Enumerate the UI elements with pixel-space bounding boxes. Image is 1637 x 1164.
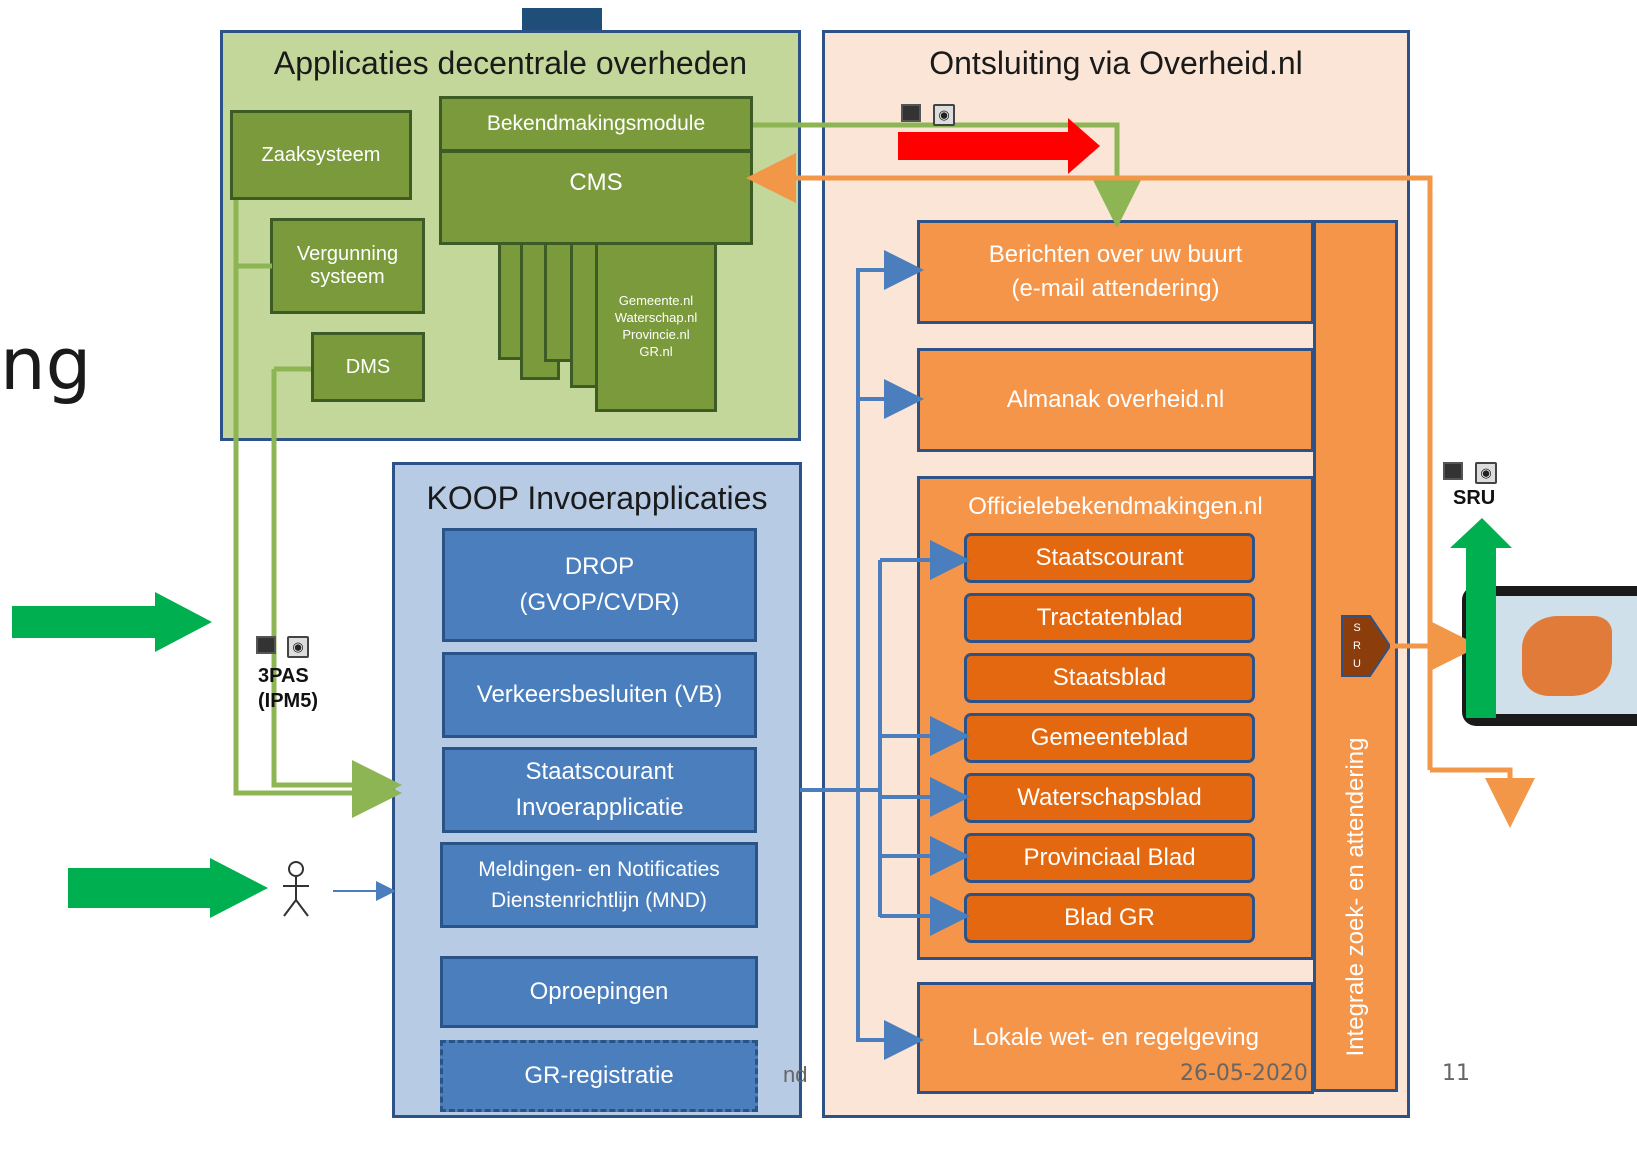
integrale-zoek-label: Integrale zoek- en attendering xyxy=(1342,737,1369,1057)
almanak-box: Almanak overheid.nl xyxy=(917,348,1314,452)
panel-title: Applicaties decentrale overheden xyxy=(273,45,748,81)
globe-icon: ◉ xyxy=(1475,462,1497,484)
footer-fragment: nd xyxy=(783,1062,808,1087)
lokale-wet-box: Lokale wet- en regelgeving xyxy=(917,982,1314,1094)
green-block-arrow-upper xyxy=(12,592,212,652)
ob-title: Officielebekendmakingen.nl xyxy=(968,493,1263,520)
drop-box: DROP (GVOP/CVDR) xyxy=(442,528,757,642)
protocol-3pas-label: 3PAS (IPM5) xyxy=(258,665,318,712)
berichten-box: Berichten over uw buurt (e-mail attender… xyxy=(917,220,1314,324)
sru-tag-label: S R U xyxy=(1353,622,1361,670)
pub-blad-gr: Blad GR xyxy=(964,893,1255,943)
bekendmakingsmodule-box: Bekendmakingsmodule xyxy=(439,96,753,152)
staatscourant-invoerapplicatie-box: Staatscourant Invoerapplicatie xyxy=(442,747,757,833)
computer-icon xyxy=(901,104,921,122)
globe-icon: ◉ xyxy=(287,636,309,658)
websites-box: Gemeente.nl Waterschap.nl Provincie.nl G… xyxy=(595,240,717,412)
pub-provinciaal-blad: Provinciaal Blad xyxy=(964,833,1255,883)
tablet-device xyxy=(1462,586,1637,726)
pub-staatscourant: Staatscourant xyxy=(964,533,1255,583)
pub-waterschapsblad: Waterschapsblad xyxy=(964,773,1255,823)
computer-icon xyxy=(256,636,276,654)
pub-staatsblad: Staatsblad xyxy=(964,653,1255,703)
panel-title: KOOP Invoerapplicaties xyxy=(426,480,768,516)
computer-icon xyxy=(1443,462,1463,480)
zaaksysteem-box: Zaaksysteem xyxy=(230,110,412,200)
oproepingen-box: Oproepingen xyxy=(440,956,758,1028)
gr-registratie-box: GR-registratie xyxy=(440,1040,758,1112)
sru-label: SRU xyxy=(1453,487,1496,509)
pub-gemeenteblad: Gemeenteblad xyxy=(964,713,1255,763)
verkeersbesluiten-box: Verkeersbesluiten (VB) xyxy=(442,652,757,738)
top-tab xyxy=(522,8,602,32)
footer-page-number: 11 xyxy=(1442,1061,1470,1086)
slide-title-fragment: ng xyxy=(0,322,92,406)
vergunning-systeem-box: Vergunning systeem xyxy=(270,218,425,314)
dms-box: DMS xyxy=(311,332,425,402)
cms-box: CMS xyxy=(439,150,753,245)
mnd-box: Meldingen- en Notificaties Dienstenricht… xyxy=(440,842,758,928)
pub-tractatenblad: Tractatenblad xyxy=(964,593,1255,643)
globe-icon: ◉ xyxy=(933,104,955,126)
green-block-arrow-lower xyxy=(68,858,268,918)
map-shape xyxy=(1522,616,1612,696)
panel-title: Ontsluiting via Overheid.nl xyxy=(929,45,1303,81)
person-icon xyxy=(283,861,309,917)
footer-date: 26-05-2020 xyxy=(1180,1061,1308,1086)
